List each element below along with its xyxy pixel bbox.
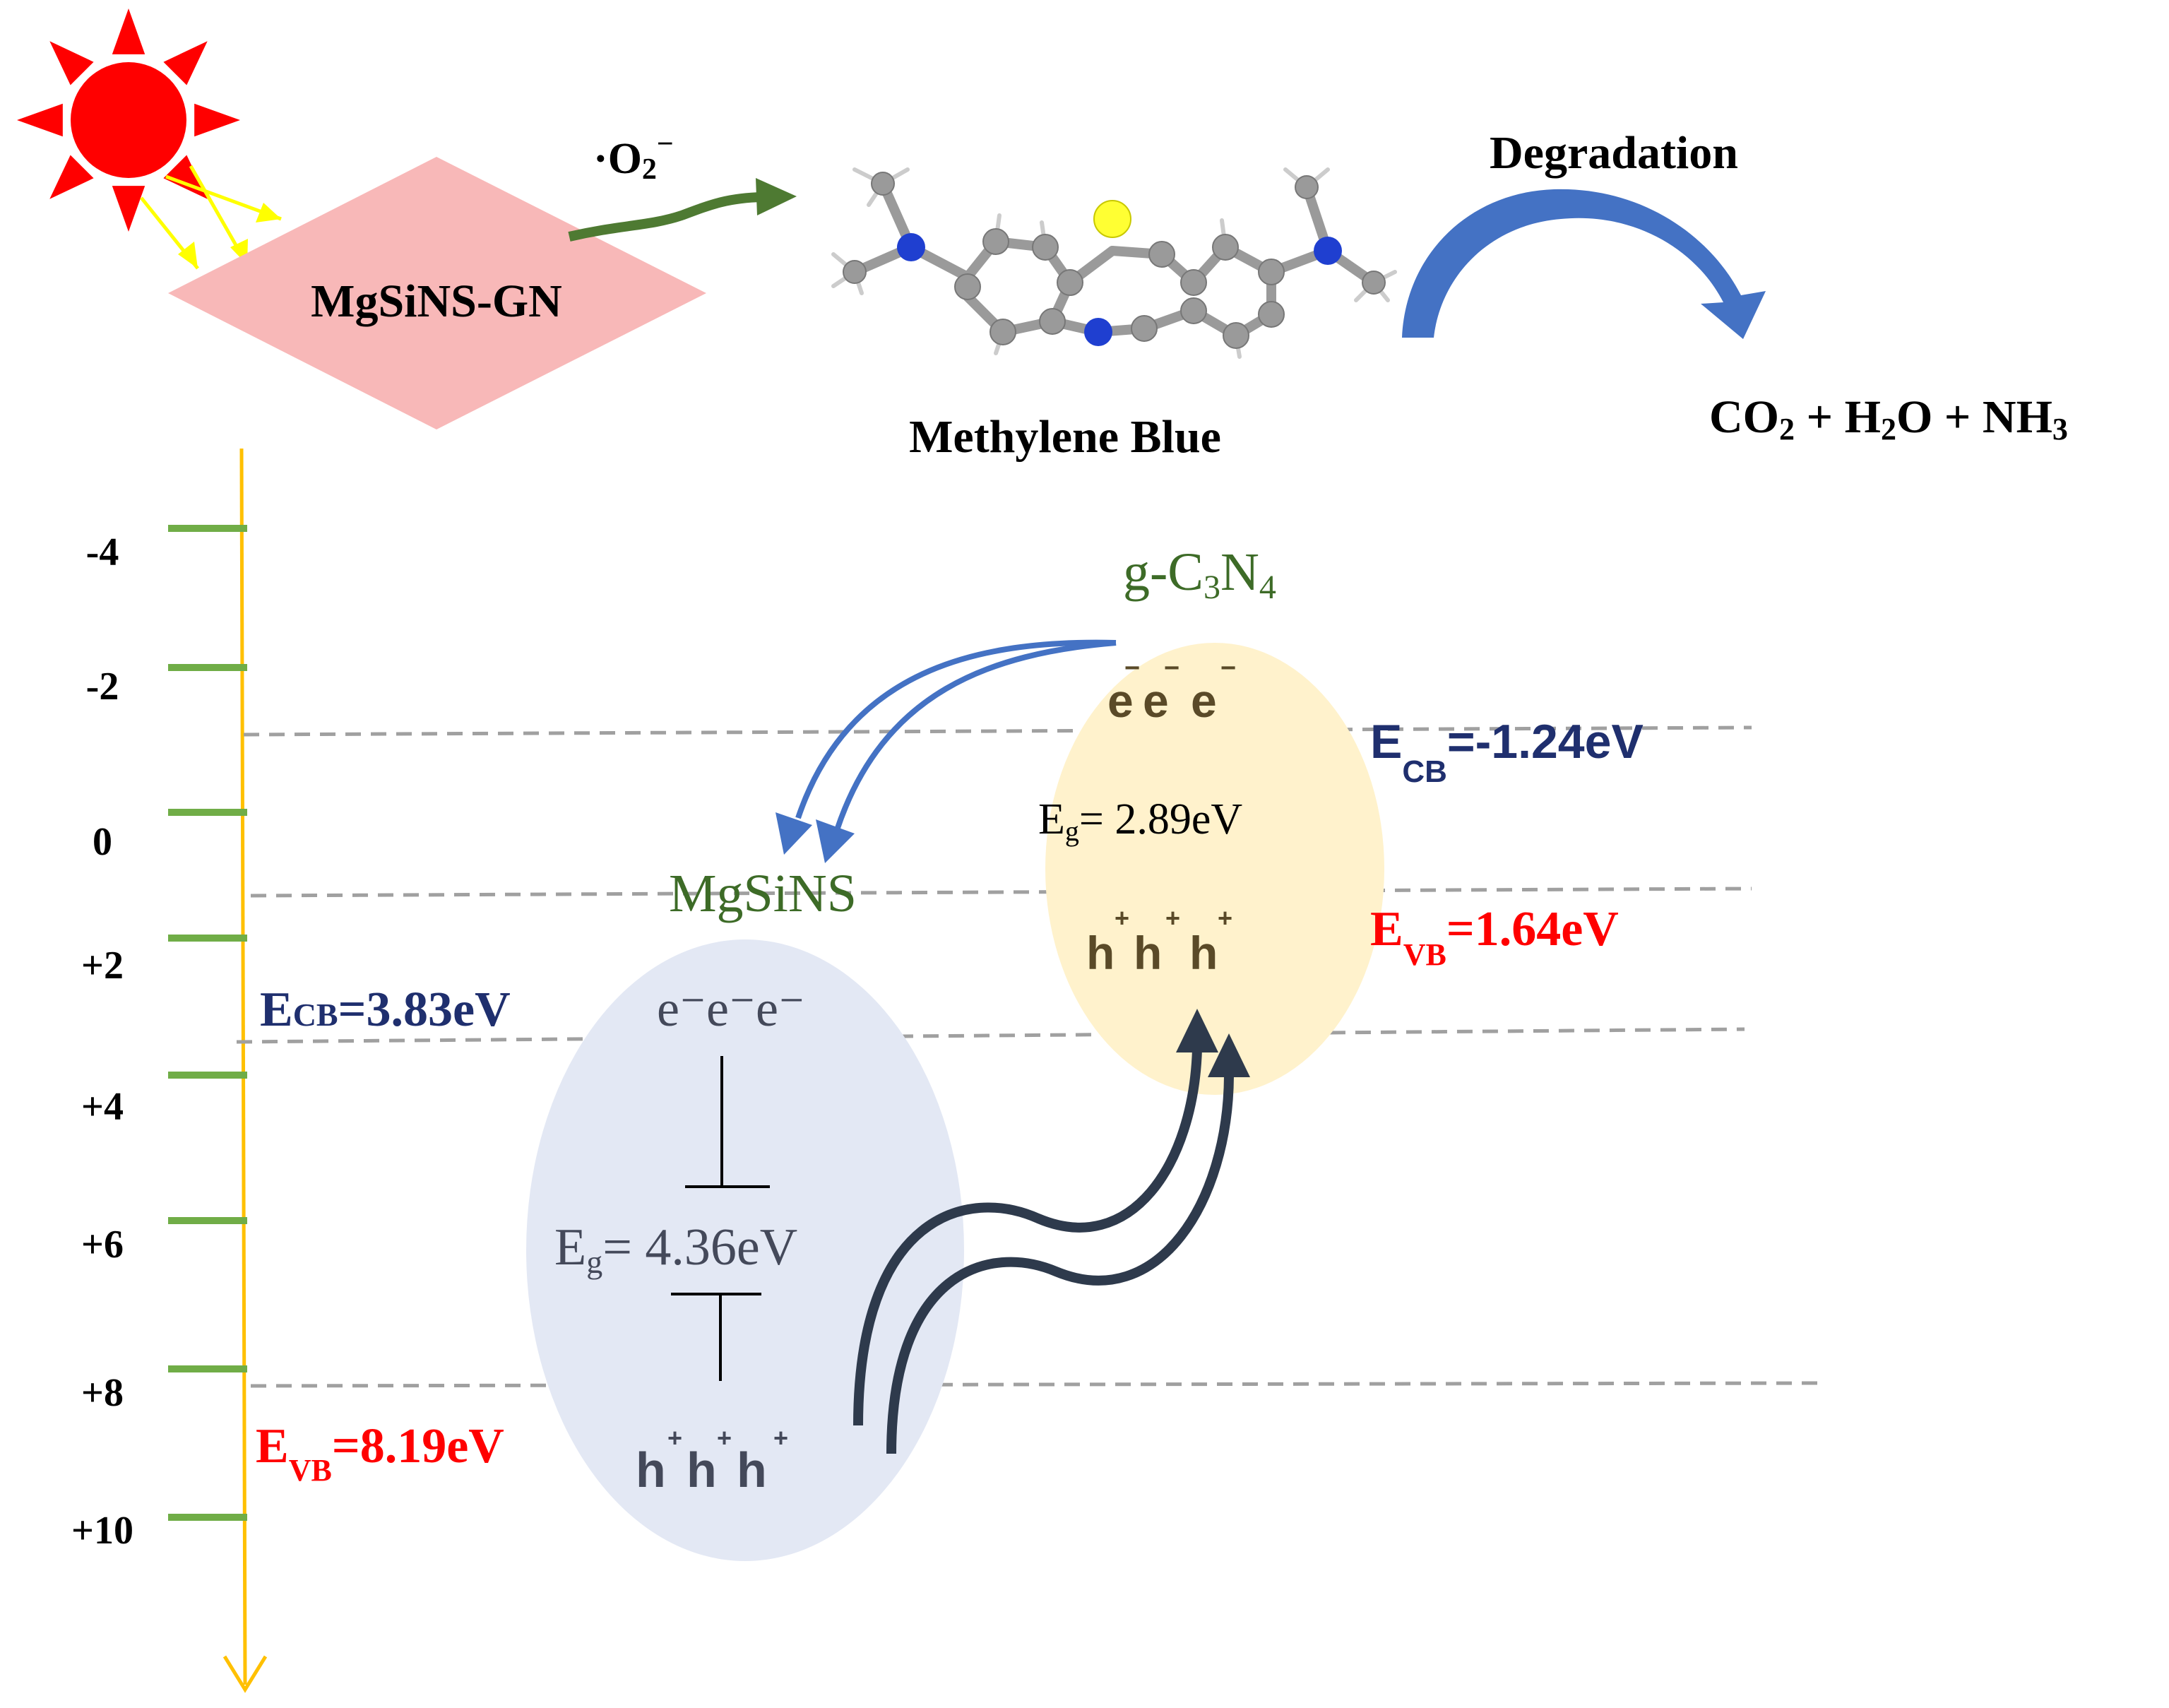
sun-ray (112, 186, 145, 232)
mgsins-evb-label: EVB=8.19eV (256, 1419, 504, 1488)
svg-text:−: − (1164, 653, 1179, 683)
svg-text:h: h (636, 1442, 666, 1498)
mgsins-ecb-label: ECB=3.83eV (260, 983, 511, 1037)
svg-text:+: + (1165, 903, 1180, 932)
gcn-bandgap: Eg= 2.89eV (1038, 795, 1242, 847)
gcn-electrons: e e e − − − (1107, 653, 1236, 727)
svg-text:h: h (1189, 927, 1218, 979)
sun-ray (112, 8, 145, 54)
superoxide-label: ·O2− (593, 128, 674, 186)
mgsins-electrons: e⁻e⁻e⁻ (657, 980, 805, 1037)
axis-tick-label: +4 (81, 1085, 124, 1129)
svg-text:h: h (1086, 927, 1115, 979)
svg-text:e: e (1143, 675, 1169, 727)
mgsins-name: MgSiNS (669, 864, 857, 923)
sun-ray (49, 41, 94, 85)
methylene-blue-molecule-icon (831, 167, 1397, 359)
svg-text:+: + (667, 1423, 682, 1452)
sun-ray (194, 103, 240, 137)
svg-text:h: h (1134, 927, 1162, 979)
superoxide-arrow-icon (568, 192, 763, 242)
svg-text:+: + (717, 1423, 732, 1452)
axis-tick-label: +2 (81, 944, 124, 988)
energy-axis: -4 -2 0 +2 +4 +6 +8 +10 (71, 448, 268, 1693)
degradation-arrow-icon (1402, 189, 1766, 339)
svg-text:h: h (737, 1442, 767, 1498)
electron-transfer-arrow-icon (795, 639, 1117, 831)
products-label: CO2 + H2O + NH3 (1709, 391, 2068, 446)
mgsins-bandgap: Eg= 4.36eV (554, 1218, 797, 1280)
svg-text:−: − (1220, 653, 1236, 683)
axis-tick-label: -4 (86, 530, 119, 574)
gcn-ellipse (1045, 643, 1384, 1095)
gcn-evb-label: EVB=1.64eV (1370, 902, 1619, 972)
axis-tick-label: +8 (81, 1371, 124, 1415)
sun-ray (17, 103, 63, 137)
mgsins-band-symbol (671, 1056, 770, 1381)
axis-tick-label: +6 (81, 1223, 124, 1267)
band-level-lines (236, 725, 1823, 1388)
axis-tick-label: -2 (86, 665, 119, 708)
sun-icon (17, 8, 240, 232)
sun-ray (163, 41, 208, 85)
sun-ray (49, 155, 94, 199)
hole-excitation-arrow-icon (853, 1048, 1234, 1454)
svg-text:e: e (1107, 675, 1134, 727)
catalyst-diamond (168, 157, 706, 429)
svg-text:e: e (1191, 675, 1217, 727)
gcn-holes: h h h + + + (1086, 903, 1232, 979)
axis-tick-label: 0 (93, 820, 112, 864)
svg-text:+: + (1115, 903, 1129, 932)
process-label: Degradation (1490, 127, 1738, 179)
gcn-ecb-label: ECB=-1.24eV (1370, 715, 1644, 789)
catalyst-label: MgSiNS-GN (311, 275, 562, 327)
mgsins-holes: h h h + + + (636, 1423, 788, 1498)
axis-tick-label: +10 (71, 1509, 133, 1553)
svg-text:h: h (687, 1442, 717, 1498)
svg-text:+: + (1218, 903, 1232, 932)
gcn-name: g-C3N4 (1123, 542, 1276, 606)
svg-text:+: + (773, 1423, 788, 1452)
molecule-label: Methylene Blue (909, 411, 1221, 463)
svg-text:−: − (1124, 653, 1140, 683)
